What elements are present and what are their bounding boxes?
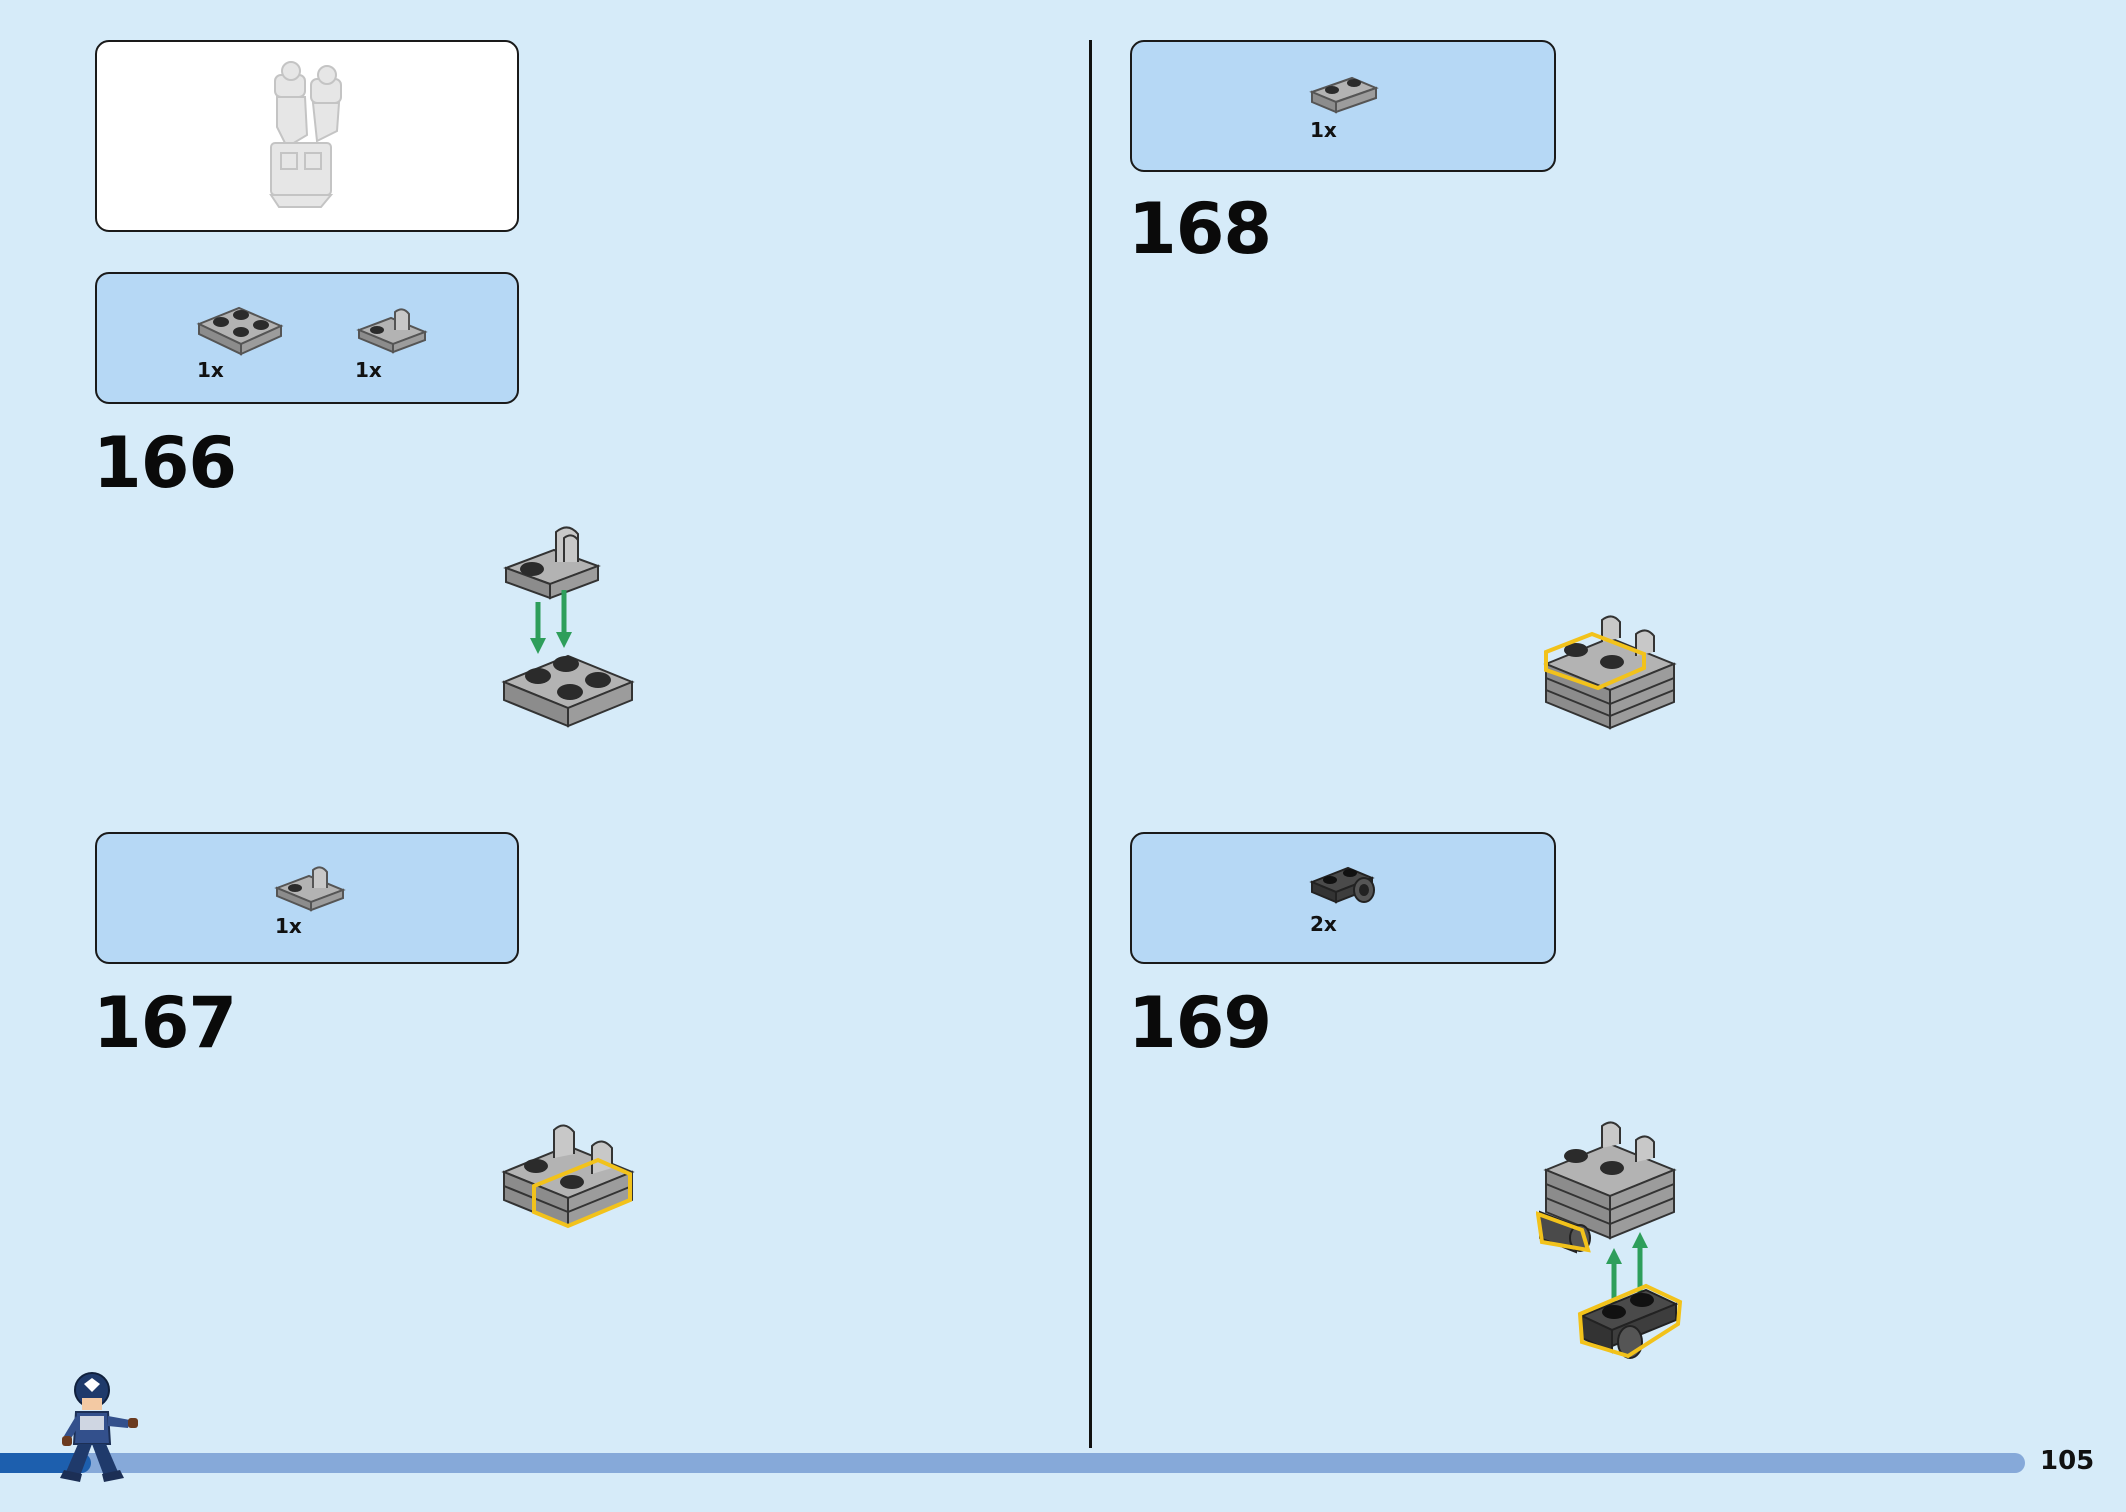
minifigure-runner-icon (60, 1372, 138, 1482)
submodel-preview-box (95, 40, 519, 232)
parts-box-167: 1x (95, 832, 519, 964)
parts-box-166: 1x 1x (95, 272, 519, 404)
step-167-assembly-illustration (501, 1124, 635, 1229)
step-number-167: 167 (93, 982, 237, 1064)
step-number-166: 166 (93, 422, 237, 504)
step-number-168: 168 (1128, 188, 1272, 270)
parts-box-169: 2x (1130, 832, 1556, 964)
part-qty-166-a: 1x (197, 358, 224, 382)
part-qty-166-b: 1x (355, 358, 382, 382)
submodel-preview-icon (269, 61, 342, 208)
plate-1x2-icon (1309, 76, 1379, 114)
plate-clip-icon (274, 866, 346, 912)
step-168-assembly-illustration (1543, 615, 1677, 730)
plate-2x2-icon (196, 306, 284, 356)
part-qty-169: 2x (1310, 912, 1337, 936)
bracket-pin-icon (1309, 866, 1375, 904)
step-169-assembly-illustration (1536, 1121, 1683, 1359)
step-166-assembly-illustration (501, 526, 635, 728)
part-qty-168: 1x (1310, 118, 1337, 142)
step-number-169: 169 (1128, 982, 1272, 1064)
page-divider (1089, 40, 1092, 1448)
page-number: 105 (2040, 1446, 2095, 1476)
parts-box-168: 1x (1130, 40, 1556, 172)
plate-clip-icon (356, 308, 428, 354)
part-qty-167: 1x (275, 914, 302, 938)
progress-track (0, 1453, 2025, 1473)
